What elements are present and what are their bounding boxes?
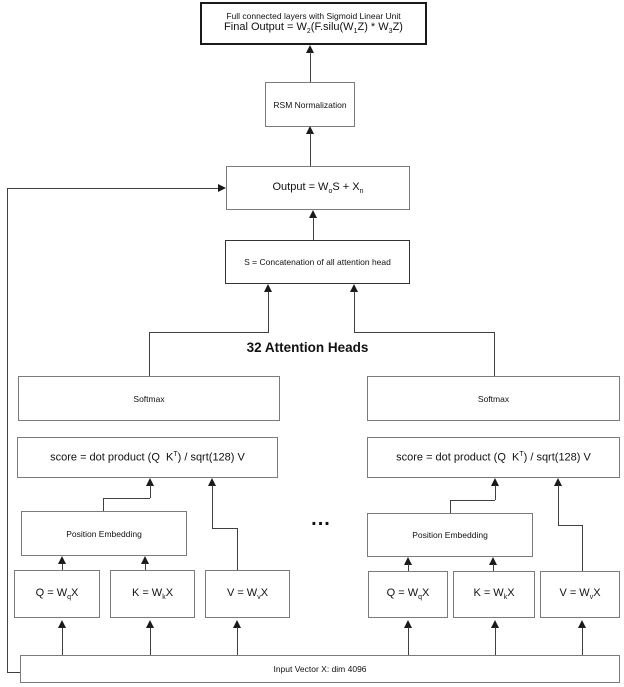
input-vector-box: Input Vector X: dim 4096	[20, 655, 620, 683]
concatenation-label: S = Concatenation of all attention head	[244, 257, 391, 267]
v-left-box: V = WvX	[205, 570, 290, 618]
arrow-k-left-to-pe	[141, 556, 149, 564]
softmax-right-box: Softmax	[367, 376, 620, 421]
line-v-right-down	[582, 525, 583, 571]
line-v-right-up	[558, 485, 559, 525]
line-q-right-to-pe	[408, 564, 409, 571]
line-input-to-q-right	[408, 627, 409, 655]
line-concat-to-output	[313, 217, 314, 240]
arrow-concat-to-output	[309, 210, 317, 218]
line-input-to-v-right	[582, 627, 583, 655]
arrow-k-right-to-pe	[489, 557, 497, 565]
arrow-output-to-rsm	[306, 126, 314, 134]
position-embedding-left-label: Position Embedding	[66, 528, 142, 539]
line-input-to-k-right	[495, 627, 496, 655]
arrow-input-to-k-right	[491, 620, 499, 628]
line-v-right-horizontal	[558, 525, 582, 526]
softmax-left-box: Softmax	[18, 376, 280, 421]
score-right-formula: score = dot product (Q KT) / sqrt(128) V	[396, 451, 591, 464]
line-output-to-rsm	[310, 133, 311, 166]
output-formula: Output = WoS + Xn	[272, 180, 364, 196]
heads-ellipsis: ...	[311, 508, 331, 530]
line-softmax-left-stub	[149, 332, 150, 376]
arrow-q-right-to-pe	[404, 557, 412, 565]
position-embedding-right-label: Position Embedding	[412, 530, 488, 540]
attention-heads-label: 32 Attention Heads	[246, 340, 369, 355]
input-vector-label: Input Vector X: dim 4096	[273, 664, 367, 674]
arrow-input-to-k-left	[146, 620, 154, 628]
arrow-input-to-v-left	[233, 620, 241, 628]
k-right-formula: K = WkX	[473, 587, 515, 602]
arrow-q-left-to-pe	[58, 556, 66, 564]
line-v-left-up	[212, 485, 213, 528]
line-input-to-v-left	[237, 627, 238, 655]
line-v-left-down	[237, 528, 238, 570]
final-output-formula: Final Output = W2(F.silu(W1Z) * W3Z)	[224, 21, 403, 36]
fc-swiglu-box: Full connected layers with Sigmoid Linea…	[200, 2, 427, 45]
line-pe-right-stub	[450, 500, 451, 513]
q-left-formula: Q = WqX	[35, 586, 79, 602]
concatenation-box: S = Concatenation of all attention head	[225, 240, 410, 284]
line-softmax-left-horizontal	[149, 332, 269, 333]
arrow-input-to-v-right	[578, 620, 586, 628]
residual-line-vertical	[7, 188, 8, 672]
v-right-box: V = WvX	[540, 571, 620, 618]
arrow-residual-to-output	[218, 184, 226, 192]
k-left-box: K = WkX	[110, 570, 195, 618]
score-right-box: score = dot product (Q KT) / sqrt(128) V	[367, 437, 620, 478]
line-input-to-q-left	[62, 627, 63, 655]
arrow-v-right-to-score	[554, 478, 562, 486]
arrow-input-to-q-right	[404, 620, 412, 628]
v-right-formula: V = WvX	[559, 587, 601, 602]
k-left-formula: K = WkX	[131, 586, 174, 602]
rsm-normalization-label: RSM Normalization	[273, 99, 347, 110]
line-softmax-right-up	[354, 291, 355, 332]
arrow-softmax-right-to-concat	[350, 284, 358, 292]
score-left-formula: score = dot product (Q KT) / sqrt(128) V	[50, 451, 245, 464]
line-k-left-to-pe	[145, 563, 146, 570]
line-rsm-to-fc	[310, 52, 311, 82]
line-pe-left-up	[150, 485, 151, 498]
position-embedding-left-box: Position Embedding	[21, 511, 187, 556]
fc-swiglu-title: Full connected layers with Sigmoid Linea…	[226, 11, 401, 22]
line-softmax-left-up	[268, 291, 269, 332]
position-embedding-right-box: Position Embedding	[367, 513, 533, 557]
arrow-v-left-to-score	[208, 478, 216, 486]
score-left-box: score = dot product (Q KT) / sqrt(128) V	[17, 437, 278, 478]
arrow-pe-right-to-score	[491, 478, 499, 486]
arrow-rsm-to-fc	[306, 45, 314, 53]
k-right-box: K = WkX	[453, 571, 535, 618]
residual-line-top	[7, 188, 218, 189]
residual-line-bottom	[7, 672, 20, 673]
arrow-input-to-q-left	[58, 620, 66, 628]
line-v-left-horizontal	[212, 528, 237, 529]
output-box: Output = WoS + Xn	[226, 166, 410, 210]
rsm-normalization-box: RSM Normalization	[265, 82, 355, 127]
q-left-box: Q = WqX	[14, 570, 100, 618]
q-right-box: Q = WqX	[368, 571, 448, 618]
q-right-formula: Q = WqX	[386, 587, 430, 602]
line-softmax-right-stub	[494, 332, 495, 376]
line-pe-right-horizontal	[450, 500, 495, 501]
arrow-softmax-left-to-concat	[264, 284, 272, 292]
line-pe-left-stub	[103, 498, 104, 511]
softmax-right-label: Softmax	[477, 393, 510, 404]
line-k-right-to-pe	[493, 564, 494, 571]
line-q-left-to-pe	[62, 563, 63, 570]
line-pe-left-horizontal	[103, 498, 150, 499]
line-input-to-k-left	[150, 627, 151, 655]
line-softmax-right-horizontal	[354, 332, 494, 333]
softmax-left-label: Softmax	[133, 393, 165, 404]
arrow-pe-left-to-score	[146, 478, 154, 486]
v-left-formula: V = WvX	[226, 586, 269, 602]
line-pe-right-up	[495, 485, 496, 500]
